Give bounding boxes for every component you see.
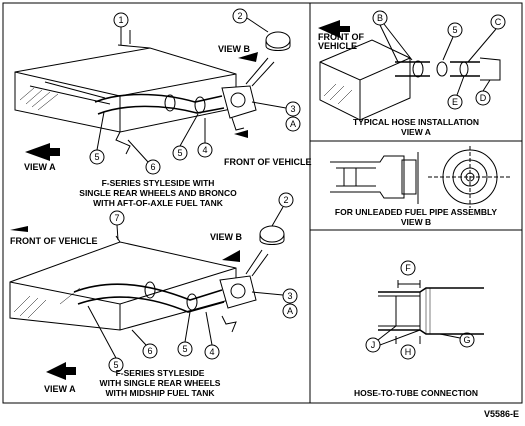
front-of-vehicle-bottom: FRONT OF VEHICLE [10, 236, 98, 246]
view-a-caption-line1: TYPICAL HOSE INSTALLATION [353, 117, 479, 127]
view-b-caption-line2: VIEW B [401, 217, 431, 227]
callout-1: 1 [118, 15, 123, 25]
front-of-vehicle-top: FRONT OF VEHICLE [224, 157, 312, 167]
callouts-hose: F J H G [365, 260, 475, 360]
view-a-label-top: VIEW A [24, 162, 56, 172]
hose-to-tube-illustration [378, 280, 484, 344]
caption-bottom-line3: WITH MIDSHIP FUEL TANK [105, 388, 215, 398]
callout-e: E [452, 97, 458, 107]
callouts-bottom-left: 7 2 3 A 4 5 5 6 [87, 192, 298, 373]
callout-5-top-right: 5 [177, 148, 182, 158]
callout-4-bottom: 4 [209, 347, 214, 357]
caption-bottom-line1: F-SERIES STYLESIDE [116, 368, 205, 378]
view-a-label-bottom: VIEW A [44, 384, 76, 394]
view-b-illustration [330, 146, 512, 208]
view-b-label-top: VIEW B [218, 44, 251, 54]
callout-7: 7 [114, 213, 119, 223]
callout-c: C [495, 17, 502, 27]
callout-b: B [377, 13, 383, 23]
view-a-illustration [318, 20, 501, 121]
callout-5-view-a: 5 [452, 25, 457, 35]
view-a-caption-line2: VIEW A [401, 127, 431, 137]
callout-6-bottom: 6 [147, 346, 152, 356]
callout-f: F [405, 263, 411, 273]
callout-2-bottom: 2 [283, 195, 288, 205]
caption-top-line2: SINGLE REAR WHEELS AND BRONCO [79, 188, 237, 198]
callout-6-top: 6 [150, 162, 155, 172]
view-a-front-line1: FRONT OF [318, 32, 364, 42]
callout-4-top: 4 [202, 145, 207, 155]
callouts-top-left: 1 2 3 A 4 5 5 6 [89, 8, 301, 175]
view-b-caption-line1: FOR UNLEADED FUEL PIPE ASSEMBLY [335, 207, 497, 217]
callout-d: D [480, 93, 487, 103]
callout-a-top: A [290, 119, 296, 129]
outer-frame [2, 2, 523, 404]
callout-3-top: 3 [290, 104, 295, 114]
callout-h: H [405, 347, 412, 357]
callouts-view-a: B 5 C E D [372, 10, 506, 110]
callout-5-top-left: 5 [94, 152, 99, 162]
view-b-label-bottom: VIEW B [210, 232, 243, 242]
aft-axle-tank-illustration [14, 30, 291, 161]
callout-3-bottom: 3 [287, 291, 292, 301]
callout-2-top: 2 [237, 11, 242, 21]
callout-5-bottom-left: 5 [113, 360, 118, 370]
callout-g: G [463, 335, 470, 345]
midship-tank-illustration [9, 225, 285, 380]
hose-caption: HOSE-TO-TUBE CONNECTION [354, 388, 478, 398]
view-a-front-line2: VEHICLE [318, 41, 357, 51]
caption-top-line1: F-SERIES STYLESIDE WITH [102, 178, 215, 188]
callout-5-bottom-right: 5 [182, 344, 187, 354]
caption-bottom-line2: WITH SINGLE REAR WHEELS [100, 378, 221, 388]
callout-a-bottom: A [287, 306, 293, 316]
caption-top-line3: WITH AFT-OF-AXLE FUEL TANK [93, 198, 224, 208]
diagram-code: V5586-E [484, 409, 519, 419]
callout-j: J [371, 340, 376, 350]
